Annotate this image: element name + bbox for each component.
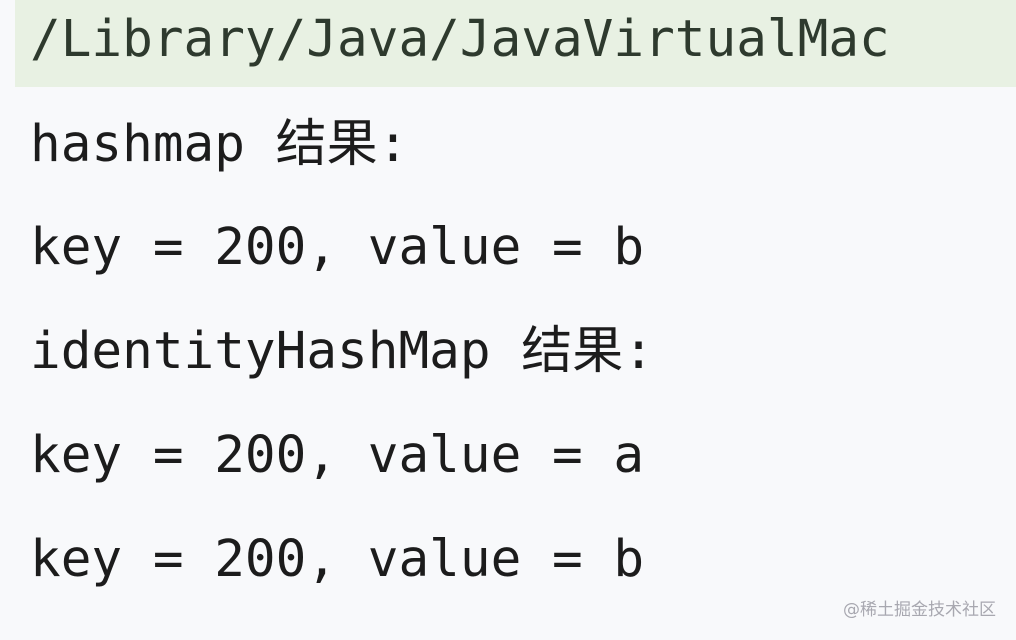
command-line-text: /Library/Java/JavaVirtualMac bbox=[30, 10, 890, 69]
output-line: identityHashMap 结果: bbox=[30, 322, 654, 381]
output-line: key = 200, value = b bbox=[30, 530, 645, 589]
output-line: key = 200, value = b bbox=[30, 218, 645, 277]
watermark: @稀土掘金技术社区 bbox=[843, 600, 996, 620]
output-line: key = 200, value = a bbox=[30, 426, 645, 485]
output-line: hashmap 结果: bbox=[30, 115, 409, 174]
command-line-row: /Library/Java/JavaVirtualMac bbox=[15, 0, 1016, 87]
